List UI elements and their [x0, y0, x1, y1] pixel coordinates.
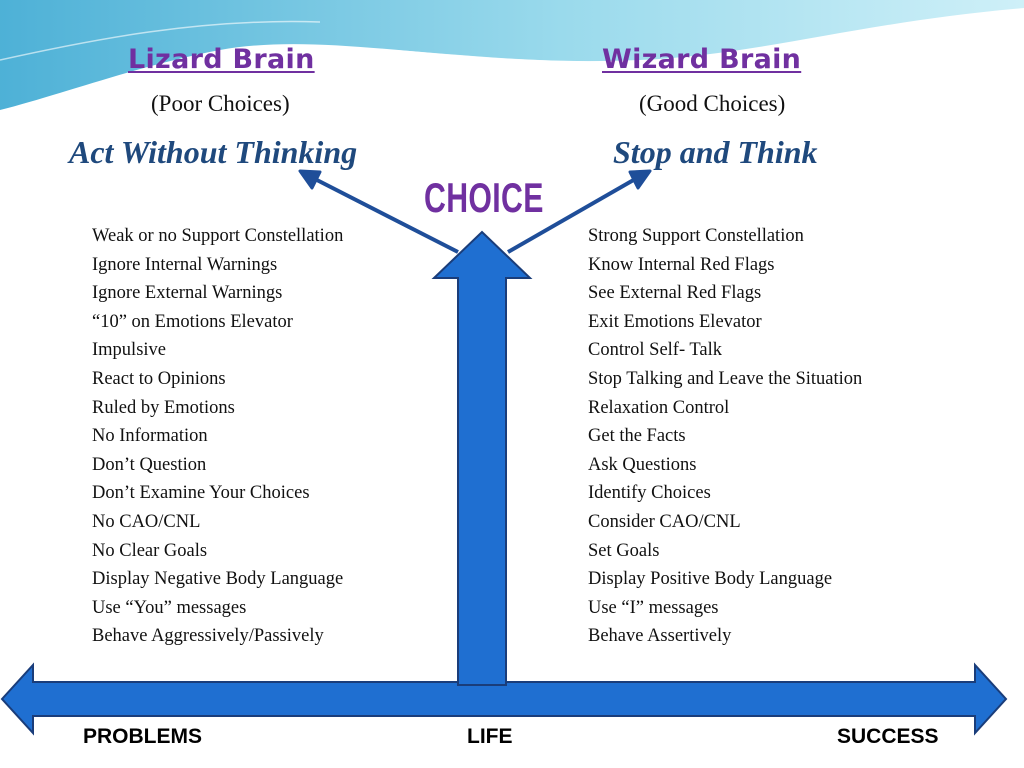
list-item: Don’t Question	[92, 454, 207, 475]
list-item: Ask Questions	[588, 454, 697, 475]
list-item: Weak or no Support Constellation	[92, 226, 344, 246]
list-item: See External Red Flags	[588, 283, 762, 304]
list-item: React to Opinions	[92, 368, 226, 389]
branch-arrow-right	[507, 169, 652, 254]
list-item: Set Goals	[588, 540, 660, 561]
list-item: Strong Support Constellation	[588, 226, 804, 246]
stop-and-think-heading: Stop and Think	[613, 134, 818, 170]
wave-line	[0, 20, 321, 61]
list-item: Don’t Examine Your Choices	[92, 483, 310, 504]
success-label: SUCCESS	[837, 725, 939, 748]
list-item: Use “You” messages	[92, 597, 247, 618]
list-item: Display Negative Body Language	[92, 569, 344, 590]
list-item: Behave Aggressively/Passively	[92, 626, 324, 647]
list-item: Get the Facts	[588, 426, 686, 447]
good-choices-subtitle: (Good Choices)	[639, 91, 786, 116]
list-item: Stop Talking and Leave the Situation	[588, 368, 863, 389]
list-item: Ignore External Warnings	[92, 283, 283, 304]
branch-arrow-left	[298, 169, 459, 254]
choice-label: CHOICE	[424, 174, 544, 221]
list-item: Ignore Internal Warnings	[92, 254, 278, 275]
problems-label: PROBLEMS	[83, 725, 203, 748]
list-item: Use “I” messages	[588, 597, 719, 618]
act-without-thinking-heading: Act Without Thinking	[69, 134, 358, 170]
choice-up-arrow	[431, 230, 533, 686]
wizard-brain-title: Wizard Brain	[602, 44, 802, 75]
list-item: No CAO/CNL	[92, 511, 201, 532]
list-item: No Clear Goals	[92, 540, 208, 561]
wizard-brain-list: Strong Support Constellation Know Intern…	[588, 222, 862, 651]
wave-line	[0, 13, 1024, 113]
list-item: Exit Emotions Elevator	[588, 311, 762, 332]
poor-choices-subtitle: (Poor Choices)	[151, 91, 290, 116]
list-item: Consider CAO/CNL	[588, 511, 741, 532]
list-item: Identify Choices	[588, 483, 711, 504]
lizard-brain-title: Lizard Brain	[128, 44, 315, 75]
list-item: Ruled by Emotions	[92, 397, 235, 418]
top-wave	[0, 0, 1024, 110]
list-item: Behave Assertively	[588, 626, 732, 647]
axis-label-strip	[36, 718, 948, 758]
life-label: LIFE	[467, 725, 513, 748]
list-item: Display Positive Body Language	[588, 569, 833, 590]
life-axis-arrow	[0, 662, 1008, 736]
list-item: Relaxation Control	[588, 397, 730, 418]
list-item: Impulsive	[92, 340, 166, 361]
list-item: Know Internal Red Flags	[588, 254, 775, 275]
list-item: “10” on Emotions Elevator	[92, 311, 293, 332]
list-item: Control Self- Talk	[588, 340, 723, 361]
lizard-brain-list: Weak or no Support Constellation Ignore …	[92, 222, 343, 651]
list-item: No Information	[92, 426, 208, 447]
